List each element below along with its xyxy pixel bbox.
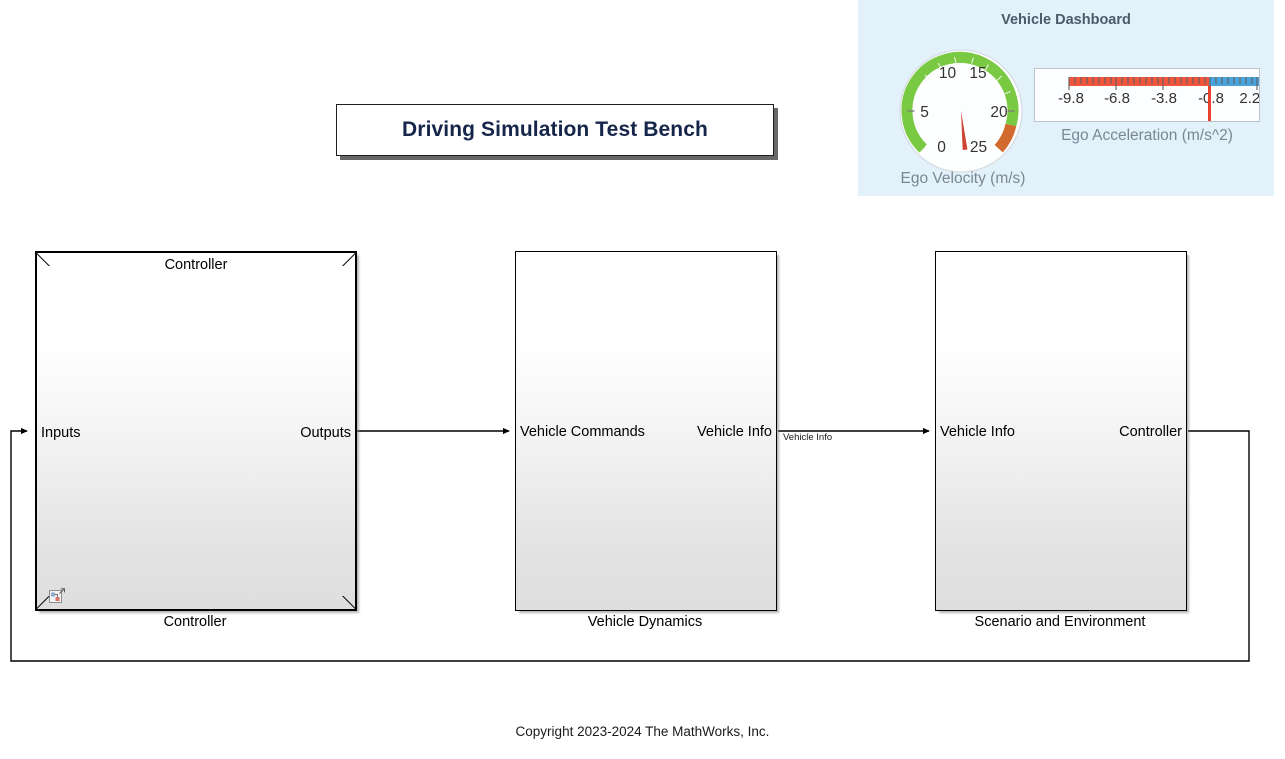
gauge-tick-15: 15 [969,65,986,82]
block-controller-top-label: Controller [164,257,228,273]
ego-acceleration-gauge-caption: Ego Acceleration (m/s^2) [1061,127,1233,144]
ego-velocity-gauge-caption: Ego Velocity (m/s) [900,170,1026,187]
block-name-vehicle-dynamics: Vehicle Dynamics [587,614,703,630]
port-label-scenario-vehicle-info: Vehicle Info [940,424,1015,440]
vehicle-dashboard-panel: Vehicle Dashboard [858,0,1274,196]
gauge-needle [960,110,968,151]
block-name-scenario-and-environment: Scenario and Environment [974,614,1146,630]
block-controller[interactable]: Controller Inputs Outputs [35,251,357,611]
port-label-controller-inputs: Inputs [41,425,81,441]
bar-tick--9.8: -9.8 [1058,90,1084,107]
port-label-controller-outputs: Outputs [300,425,351,441]
bar-tick--6.8: -6.8 [1104,90,1130,107]
ego-velocity-gauge[interactable]: 5 10 15 20 0 25 Ego Velocity (m/s) [880,30,1042,192]
ego-acceleration-gauge-box: -9.8 -6.8 -3.8 -0.8 2.23 [1034,68,1260,122]
page-title: Driving Simulation Test Bench [402,118,708,141]
bar-tick-2.23: 2.23 [1239,90,1260,107]
port-label-vehicle-dynamics-vehicle-info: Vehicle Info [697,424,772,440]
block-vehicle-dynamics[interactable]: Vehicle Commands Vehicle Info [515,251,777,611]
gauge-tick-5: 5 [920,104,929,121]
corner-mark-bottom-right [342,596,355,609]
signal-label-vehicle-info: Vehicle Info [783,432,833,443]
bar-tick--3.8: -3.8 [1151,90,1177,107]
block-name-controller: Controller [163,614,227,630]
dashboard-title: Vehicle Dashboard [1001,12,1131,28]
port-label-vehicle-commands: Vehicle Commands [520,424,645,440]
model-reference-badge-icon[interactable] [49,588,66,604]
gauge-tick-20: 20 [990,104,1008,121]
copyright-text: Copyright 2023-2024 The MathWorks, Inc. [515,724,770,739]
title-annotation-block[interactable]: Driving Simulation Test Bench [336,104,774,156]
gauge-tick-25: 25 [970,139,987,156]
bar-gauge-needle [1208,86,1211,121]
gauge-tick-10: 10 [939,65,957,82]
gauge-tick-0: 0 [937,139,946,156]
ego-acceleration-gauge[interactable]: -9.8 -6.8 -3.8 -0.8 2.23 Ego Acceleratio… [1034,68,1262,148]
block-scenario-and-environment[interactable]: Vehicle Info Controller [935,251,1187,611]
port-label-scenario-controller: Controller [1119,424,1182,440]
